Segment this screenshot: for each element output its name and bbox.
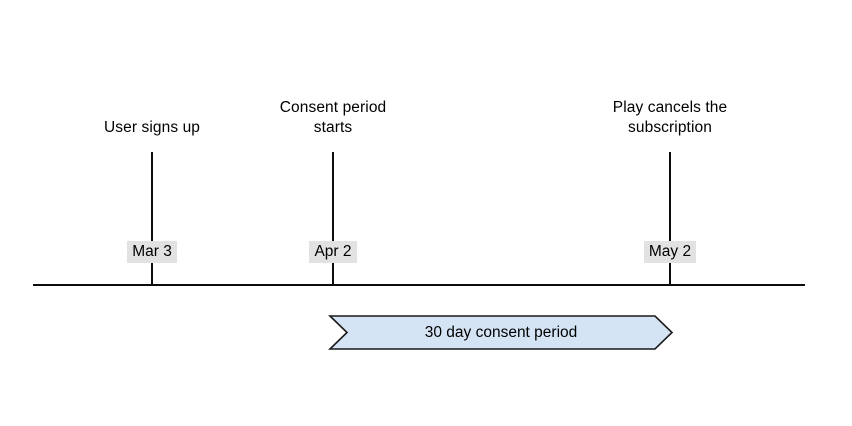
consent-period-banner-shape [328, 315, 674, 350]
milestone-date-label: May 2 [643, 241, 697, 263]
milestone-caption: User signs up [103, 119, 201, 136]
milestone-date-label: Apr 2 [309, 241, 357, 263]
milestone-tick-line [151, 152, 153, 285]
milestone-date-chip: May 2 [610, 239, 730, 264]
milestone-caption: Consent period starts [279, 99, 387, 136]
timeline-axis [33, 284, 805, 286]
milestone-date-label: Mar 3 [127, 241, 177, 263]
consent-period-banner: 30 day consent period [328, 315, 674, 350]
milestone-date-chip: Apr 2 [273, 239, 393, 264]
milestone-tick-line [332, 152, 334, 285]
milestone-caption: Play cancels the subscription [612, 99, 728, 136]
milestone-date-chip: Mar 3 [92, 239, 212, 264]
milestone-tick-line [669, 152, 671, 285]
